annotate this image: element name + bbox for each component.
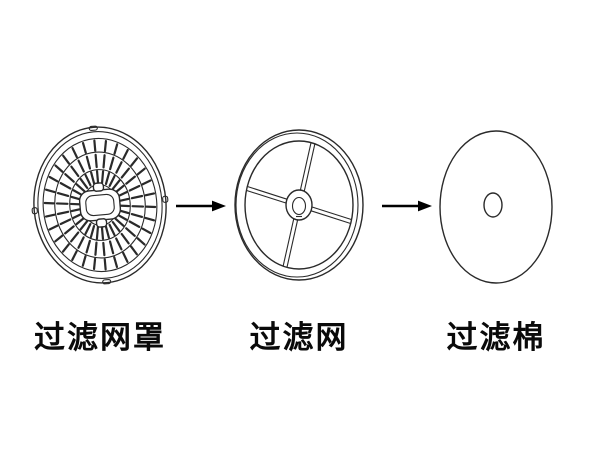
filter-cotton-label: 过滤棉 [446, 320, 546, 355]
right-arrow-icon [382, 200, 432, 212]
filter-net-label: 过滤网 [249, 320, 349, 355]
filter-mesh-cover-label: 过滤网罩 [34, 320, 166, 355]
net-inner-rim [244, 140, 354, 270]
grille-hub [78, 182, 122, 228]
filter-net-group [234, 129, 364, 281]
cotton-center-hole [483, 192, 503, 218]
filter-net-figure [226, 120, 372, 290]
grille-rim-clips [31, 125, 169, 285]
cotton-disc [439, 130, 553, 284]
filter-mesh-cover-illustration [31, 125, 169, 285]
filter-cotton-group [439, 130, 553, 284]
filter-cotton-illustration [439, 130, 553, 284]
grille-slats [43, 139, 157, 271]
filter-net-illustration [234, 129, 364, 281]
net-hub [285, 189, 313, 221]
filter-cotton-figure [436, 128, 556, 286]
arrow-icon [176, 198, 226, 214]
filter-mesh-cover-group [31, 125, 169, 285]
grille-hub-top-tab [92, 182, 105, 192]
net-spokes [246, 142, 352, 268]
grille-hub-bottom-tab [95, 218, 108, 228]
net-outer-rim [234, 129, 364, 281]
arrow-icon [382, 198, 432, 214]
right-arrow-icon [176, 200, 226, 212]
net-rim-depth [235, 132, 359, 278]
filter-mesh-cover-figure [26, 118, 174, 292]
grille-outer-rim [33, 126, 167, 284]
